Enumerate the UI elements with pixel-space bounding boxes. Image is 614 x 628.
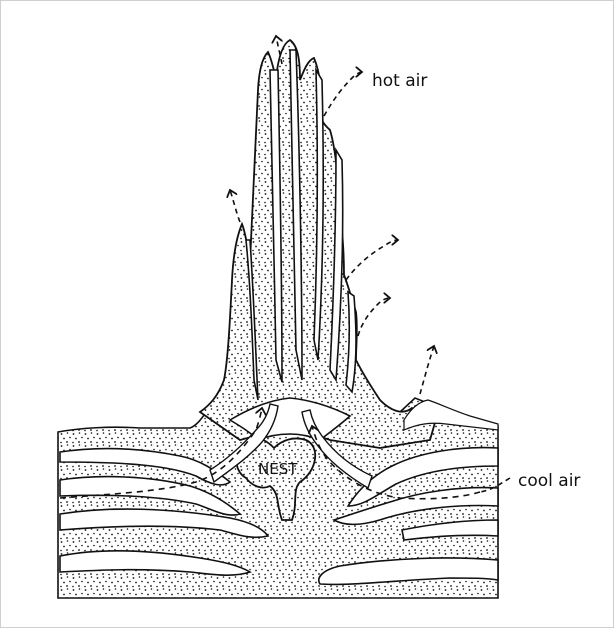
label-nest: NEST: [258, 460, 298, 478]
airflow-arrow-hot-4: [358, 298, 390, 336]
label-hot-air: hot air: [372, 71, 427, 91]
airflow-arrow-hot-3: [346, 240, 398, 280]
airflow-arrow-hot-2: [230, 190, 240, 222]
label-cool-air: cool air: [518, 471, 580, 491]
airflow-arrow-hot-5: [420, 346, 434, 394]
airflow-arrow-hot-1: [324, 72, 362, 116]
